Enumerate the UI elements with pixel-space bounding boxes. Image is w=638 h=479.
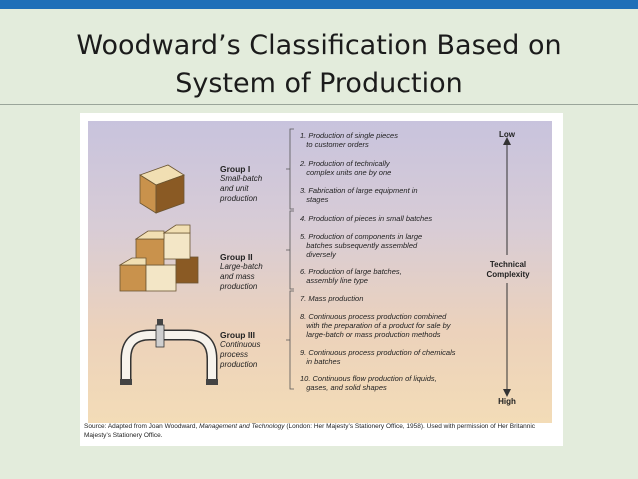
item-9-line-1: 9. Continuous process production of chem… (300, 348, 456, 357)
item-5-line-2: batches subsequently assembled (306, 241, 418, 250)
group-1-label: Group I Small-batch and unit production (220, 164, 262, 204)
item-8-line-3: large-batch or mass production methods (306, 330, 441, 339)
group-2-desc-2: and mass (220, 272, 255, 281)
top-accent-bar (0, 0, 638, 9)
brace-group-3 (286, 290, 294, 390)
item-3-line-2: stages (306, 195, 329, 204)
axis-title-line-2: Complexity (486, 270, 530, 279)
group-3-desc-1: Continuous (220, 340, 261, 349)
item-9: 9. Continuous process production of chem… (300, 348, 490, 366)
group-2-label: Group II Large-batch and mass production (220, 252, 263, 292)
brace-group-1 (286, 128, 294, 210)
item-2: 2. Production of technically complex uni… (300, 159, 490, 177)
figure-source: Source: Adapted from Joan Woodward, Mana… (84, 423, 554, 440)
item-3-line-1: 3. Fabrication of large equipment in (300, 186, 418, 195)
item-7-line-1: 7. Mass production (300, 294, 364, 303)
axis-title-line-1: Technical (489, 260, 527, 269)
item-5: 5. Production of components in large bat… (300, 232, 490, 259)
axis-title: Technical Complexity (486, 260, 530, 280)
title-line-2: System of Production (175, 68, 463, 99)
item-7: 7. Mass production (300, 294, 490, 303)
group-1-name: Group I (220, 164, 251, 174)
group-3-desc-3: production (220, 360, 258, 369)
item-8: 8. Continuous process production combine… (300, 312, 490, 339)
item-4: 4. Production of pieces in small batches (300, 214, 490, 223)
item-9-line-2: in batches (306, 357, 341, 366)
brace-group-2 (286, 210, 294, 290)
group-1-desc-2: and unit (220, 184, 249, 193)
group-3-name: Group III (220, 330, 255, 340)
item-1-line-1: 1. Production of single pieces (300, 131, 398, 140)
item-2-line-1: 2. Production of technically (300, 159, 390, 168)
group-2-name: Group II (220, 252, 253, 262)
group-2-desc-3: production (220, 282, 258, 291)
stacked-boxes-icon (118, 224, 199, 292)
item-1: 1. Production of single pieces to custom… (300, 131, 490, 149)
item-8-line-2: with the preparation of a product for sa… (306, 321, 451, 330)
item-1-line-2: to customer orders (306, 140, 369, 149)
item-5-line-1: 5. Production of components in large (300, 232, 423, 241)
group-1-desc-1: Small-batch (220, 174, 263, 183)
source-book: Management and Technology (199, 423, 285, 430)
axis-low-label: Low (499, 130, 515, 139)
source-prefix: Source: Adapted from Joan Woodward, (84, 423, 200, 430)
axis-high-label: High (498, 397, 516, 406)
group-2-desc-1: Large-batch (220, 262, 263, 271)
group-illustrations (118, 128, 511, 397)
item-6-line-1: 6. Production of large batches, (300, 267, 402, 276)
item-6-line-2: assembly line type (306, 276, 368, 285)
group-3-desc-2: process (220, 350, 249, 359)
group-1-desc-3: production (220, 194, 258, 203)
single-box-icon (139, 164, 185, 214)
slide-title: Woodward’s Classification Based on Syste… (0, 27, 638, 103)
item-3: 3. Fabrication of large equipment in sta… (300, 186, 490, 204)
title-area: Woodward’s Classification Based on Syste… (0, 9, 638, 105)
item-10-line-1: 10. Continuous flow production of liquid… (300, 374, 437, 383)
group-3-label: Group III Continuous process production (220, 330, 260, 370)
title-line-1: Woodward’s Classification Based on (76, 30, 562, 61)
item-10-line-2: gases, and solid shapes (306, 383, 387, 392)
item-6: 6. Production of large batches, assembly… (300, 267, 490, 285)
item-4-line-1: 4. Production of pieces in small batches (300, 214, 433, 223)
item-10: 10. Continuous flow production of liquid… (300, 374, 490, 392)
item-8-line-1: 8. Continuous process production combine… (300, 312, 447, 321)
pipes-icon (120, 319, 218, 385)
complexity-arrow (503, 137, 511, 397)
source-suffix: (London: Her Majesty’s Stationery Office… (84, 423, 536, 439)
item-2-line-2: complex units one by one (306, 168, 392, 177)
item-5-line-3: diversely (306, 250, 336, 259)
